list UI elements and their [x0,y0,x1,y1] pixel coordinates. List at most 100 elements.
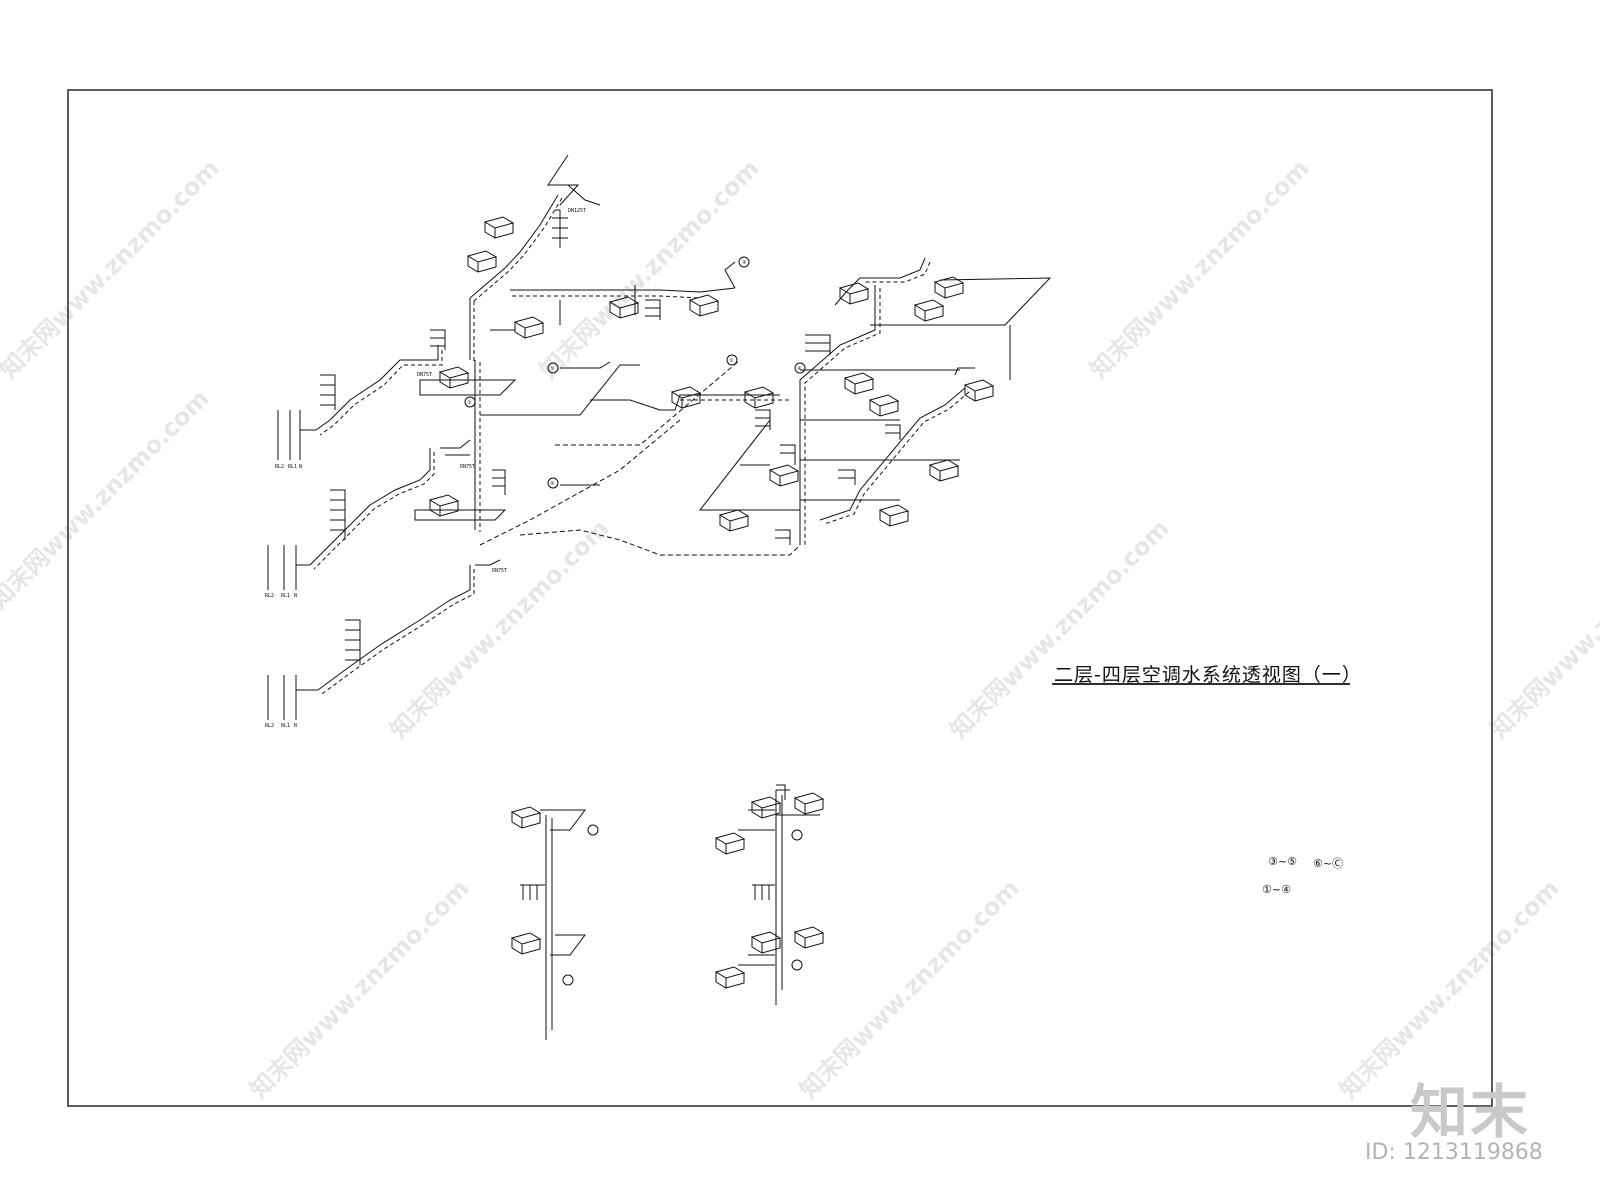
fan-coil-unit [714,832,746,855]
riser-label: RL2 [275,464,284,470]
right-branch-headers [800,419,960,501]
riser-label: RL1 [281,723,290,729]
fan-coil-unit [933,276,965,299]
riser-label: N [299,464,302,470]
detail-riser-a [520,809,599,1040]
main-riser-upper-return [473,197,563,302]
hanger-symbol [755,409,771,430]
right-floor-outline-b [698,419,800,511]
dashed-return-link [479,419,681,546]
fan-coil-unit [670,386,702,409]
fan-coil-unit [913,299,945,322]
watermark-text: 知末网www.znzmo.com [0,154,225,384]
fan-coil-unit [608,296,640,319]
drawing-frame [67,89,1493,1107]
header-return-level1 [512,295,701,299]
fan-coil-unit [510,806,542,829]
supply-pipe-level3 [309,448,431,566]
fan-coil-unit [793,792,825,815]
section-marker: ④ [742,260,747,266]
riser-label: RL2 [265,723,274,729]
legend-item: ①~④ [1262,883,1291,896]
fan-coil-unit [928,459,960,482]
fan-coil-unit [510,932,542,955]
hanger-symbol [838,469,856,485]
dashed-return-link [519,529,801,556]
branch-pipe [954,367,975,376]
fan-coil-unit [878,504,910,527]
pipe-network: ④ DN75T RL2 RL1 N DN125T ③ ⑤ [265,154,1052,1040]
riser-label: N [294,723,297,729]
section-marker: ⑤ [550,481,555,487]
right-diagonal-return [823,391,970,525]
pipe-label: DN75T [492,568,507,574]
watermark-layer: 知末网www.znzmo.com 知末网www.znzmo.com 知末网www… [0,154,1600,1104]
hanger-symbol [330,489,346,540]
fan-coil-unit [714,966,746,989]
return-pipe-level3 [313,452,435,570]
hanger-symbol [885,424,901,440]
detail-riser-b [738,784,820,1005]
header-pipe-level2 [480,364,640,416]
watermark-text: 知末网www.znzmo.com [794,874,1024,1104]
supply-pipe-level2 [315,345,439,431]
hanger-symbol [805,334,831,355]
fan-coil-unit [838,282,870,305]
watermark-text: 知末网www.znzmo.com [534,154,764,384]
watermark-text: 知末网www.znzmo.com [384,514,614,744]
watermark-text: 知末网www.znzmo.com [944,514,1174,744]
fan-coil-unit [793,926,825,949]
legend-item: ⑥~Ⓒ [1313,857,1344,870]
hanger-symbol [430,329,446,350]
right-diagonal-pipe [819,387,966,521]
fan-coil-unit [483,216,515,239]
hanger-symbol [775,529,791,545]
section-marker-circle [738,256,750,268]
hanger-symbol [780,444,796,465]
pipe-label: DN75T [417,372,432,378]
fan-coil-unit [750,931,782,954]
riser-stubs [267,545,297,590]
riser-stubs [277,410,301,460]
supply-pipe-level4 [317,565,471,691]
section-marker-circle [464,396,476,408]
hanger-symbol [552,209,568,248]
branch-up [724,261,736,289]
pipe-label: DN75T [460,464,475,470]
watermark-id: ID: 1213119868 [1365,1140,1543,1165]
floor-outline [414,509,507,521]
watermark-text: 知末网www.znzmo.com [0,384,215,614]
riser-label: RL1 [288,464,297,470]
return-pipe-level2 [319,350,443,436]
section-marker: ① [729,358,734,364]
header-pipe-level1 [510,287,736,293]
fan-coil-unit [428,494,460,517]
hanger-symbol [645,299,661,320]
fan-coil-unit [513,316,545,339]
fan-coil-unit [466,250,498,273]
floor-outline [419,379,517,396]
section-marker-circle [547,362,559,374]
main-riser-upper [469,194,559,299]
section-marker: ③ [467,400,472,406]
dashed-return-link [555,359,741,446]
branch-pipe [475,559,501,566]
watermark-text: 知末网www.znzmo.com [1484,514,1600,744]
hanger-symbol [345,619,361,665]
fan-coil-unit [768,464,800,487]
branch-pipe [440,439,471,456]
fan-coil-unit [688,294,720,317]
watermark-text: 知末网www.znzmo.com [1084,154,1314,384]
fan-coil-unit [718,509,750,532]
right-top-pipe [834,257,926,306]
fan-coil-unit [868,394,900,417]
section-marker: ⑤ [550,366,555,372]
section-marker-circle [794,362,806,374]
fan-coil-unit [743,386,775,409]
header-pipe-level2b [590,394,780,411]
section-marker: ④ [797,366,802,372]
top-branch-pipe [567,184,601,206]
branch-pipe [560,361,611,369]
pipe-label: DN125T [568,208,586,214]
